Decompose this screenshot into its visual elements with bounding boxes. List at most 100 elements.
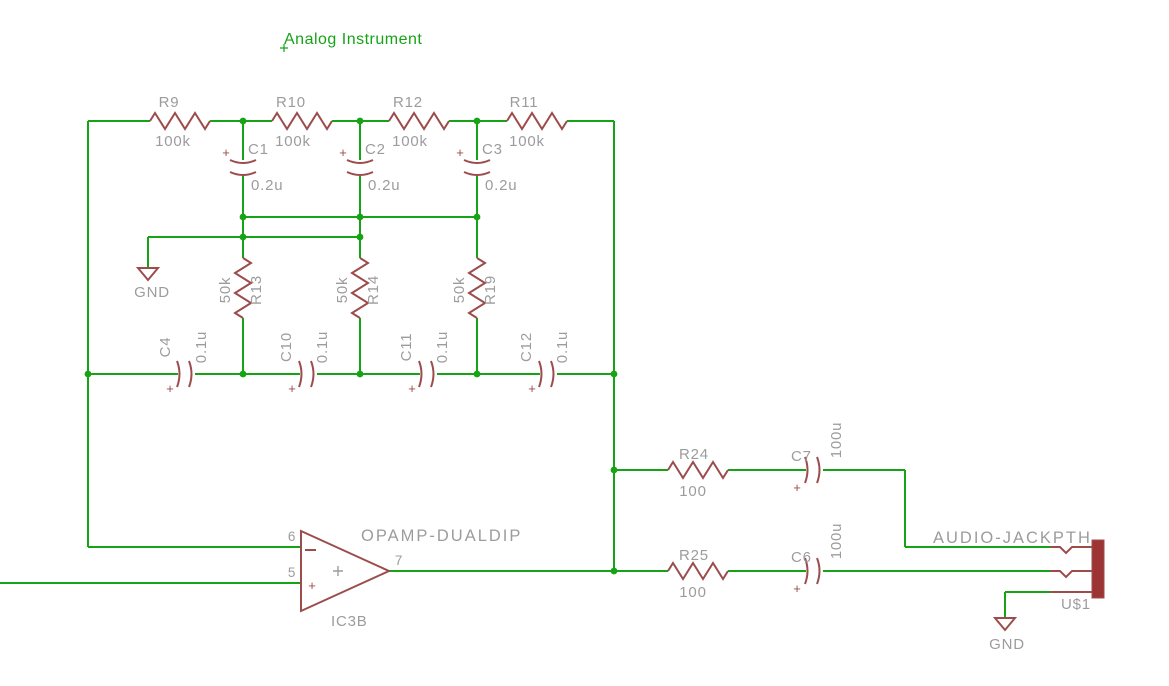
c7-value-label: 100u — [828, 422, 845, 459]
c12-value-label: 0.1u — [554, 331, 571, 363]
r14-value-label: 50k — [334, 277, 351, 304]
r19-value-label: 50k — [451, 277, 468, 304]
opamp-ic3b[interactable] — [300, 529, 392, 613]
resistor-r11[interactable] — [506, 111, 568, 131]
junctions — [84, 117, 618, 575]
resistor-r12[interactable] — [388, 111, 450, 131]
capacitor-c1[interactable] — [229, 159, 257, 176]
junction-dot — [473, 370, 481, 378]
jack-body — [1091, 539, 1105, 599]
r24-name-label: R24 — [679, 446, 709, 463]
origin-cross — [333, 566, 343, 576]
wire-r24-row[interactable] — [614, 469, 1050, 548]
opamp-part-label: OPAMP-DUALDIP — [361, 527, 522, 545]
c6-name-label: C6 — [791, 549, 812, 566]
cap-plate — [298, 360, 303, 388]
junction-dot — [239, 370, 247, 378]
r13-value-label: 50k — [217, 277, 234, 304]
wire-jack-ground[interactable] — [1004, 591, 1050, 618]
capacitor-c6[interactable] — [804, 557, 821, 585]
resistor-r24[interactable] — [667, 460, 729, 480]
junction-dot — [356, 117, 364, 125]
capacitor-c11[interactable] — [418, 360, 435, 388]
r10-name-label: R10 — [276, 94, 306, 111]
capacitor-c10[interactable] — [298, 360, 315, 388]
opamp-pin7-label: 7 — [395, 553, 403, 568]
cap-plate — [418, 360, 423, 388]
r14-name-label: R14 — [365, 275, 382, 305]
cap-plate — [816, 557, 821, 585]
opamp-name-label: IC3B — [331, 613, 368, 630]
r9-name-label: R9 — [159, 94, 180, 111]
junction-dot — [356, 213, 364, 221]
junction-dot — [610, 370, 618, 378]
jack-name-label: U$1 — [1061, 596, 1091, 613]
c4-value-label: 0.1u — [193, 331, 210, 363]
opamp-pin5-label: 5 — [288, 565, 296, 580]
gnd-symbol-right[interactable] — [992, 617, 1018, 632]
r11-name-label: R11 — [510, 94, 539, 111]
resistor-r9[interactable] — [149, 111, 211, 131]
c7-name-label: C7 — [791, 448, 812, 465]
cap-plate — [538, 360, 543, 388]
components — [135, 111, 1105, 632]
cap-plate — [346, 159, 374, 164]
gnd-left-label: GND — [134, 284, 170, 301]
wire-gnd-bus[interactable] — [147, 216, 477, 268]
c2-plus-mark: + — [339, 145, 347, 160]
resistor-r10[interactable] — [271, 111, 333, 131]
c6-value-label: 100u — [828, 523, 845, 560]
r11-value-label: 100k — [509, 133, 545, 150]
resistor-r25[interactable] — [667, 561, 729, 581]
r19-name-label: R19 — [482, 275, 499, 305]
r9-value-label: 100k — [155, 133, 191, 150]
cap-plate — [463, 159, 491, 164]
gnd-symbol-left[interactable] — [135, 267, 161, 282]
wire-opamp-inputs[interactable] — [0, 546, 301, 584]
labels: Analog Instrument R9 100k R10 100k R12 1… — [134, 31, 1092, 653]
cap-plate — [550, 360, 555, 388]
c10-plus-mark: + — [288, 381, 296, 396]
junction-dot — [239, 233, 247, 241]
c4-plus-mark: + — [166, 381, 174, 396]
audio-jack-u1[interactable] — [1050, 539, 1105, 599]
resistor-r13[interactable] — [233, 257, 253, 319]
cap-plate — [346, 171, 374, 176]
junction-dot — [239, 213, 247, 221]
c1-name-label: C1 — [248, 141, 269, 158]
capacitor-c3[interactable] — [463, 159, 491, 176]
capacitor-c4[interactable] — [176, 360, 193, 388]
r12-value-label: 100k — [392, 133, 428, 150]
jack-ring-contact — [1050, 570, 1092, 579]
c1-value-label: 0.2u — [251, 177, 283, 194]
title-origin-cross — [280, 44, 288, 52]
resistor-r14[interactable] — [350, 257, 370, 319]
junction-dot — [473, 117, 481, 125]
cap-plate — [176, 360, 181, 388]
c3-name-label: C3 — [482, 141, 503, 158]
cap-plate — [229, 159, 257, 164]
c3-plus-mark: + — [456, 145, 464, 160]
c4-name-label: C4 — [157, 337, 174, 358]
c11-name-label: C11 — [398, 333, 415, 362]
junction-dot — [84, 370, 92, 378]
opamp-pin6-label: 6 — [288, 529, 296, 544]
cap-plate — [804, 557, 809, 585]
capacitor-c7[interactable] — [804, 456, 821, 484]
jack-part-label: AUDIO-JACKPTH — [933, 529, 1092, 547]
cap-plate — [229, 171, 257, 176]
capacitor-c12[interactable] — [538, 360, 555, 388]
r25-name-label: R25 — [679, 547, 709, 564]
c10-name-label: C10 — [278, 332, 295, 362]
junction-dot — [356, 370, 364, 378]
resistor-r19[interactable] — [467, 257, 487, 319]
c3-value-label: 0.2u — [485, 177, 517, 194]
c2-value-label: 0.2u — [368, 177, 400, 194]
c10-value-label: 0.1u — [314, 331, 331, 363]
nets — [0, 120, 1050, 618]
cap-plate — [804, 456, 809, 484]
capacitor-c2[interactable] — [346, 159, 374, 176]
junction-dot — [610, 466, 618, 474]
